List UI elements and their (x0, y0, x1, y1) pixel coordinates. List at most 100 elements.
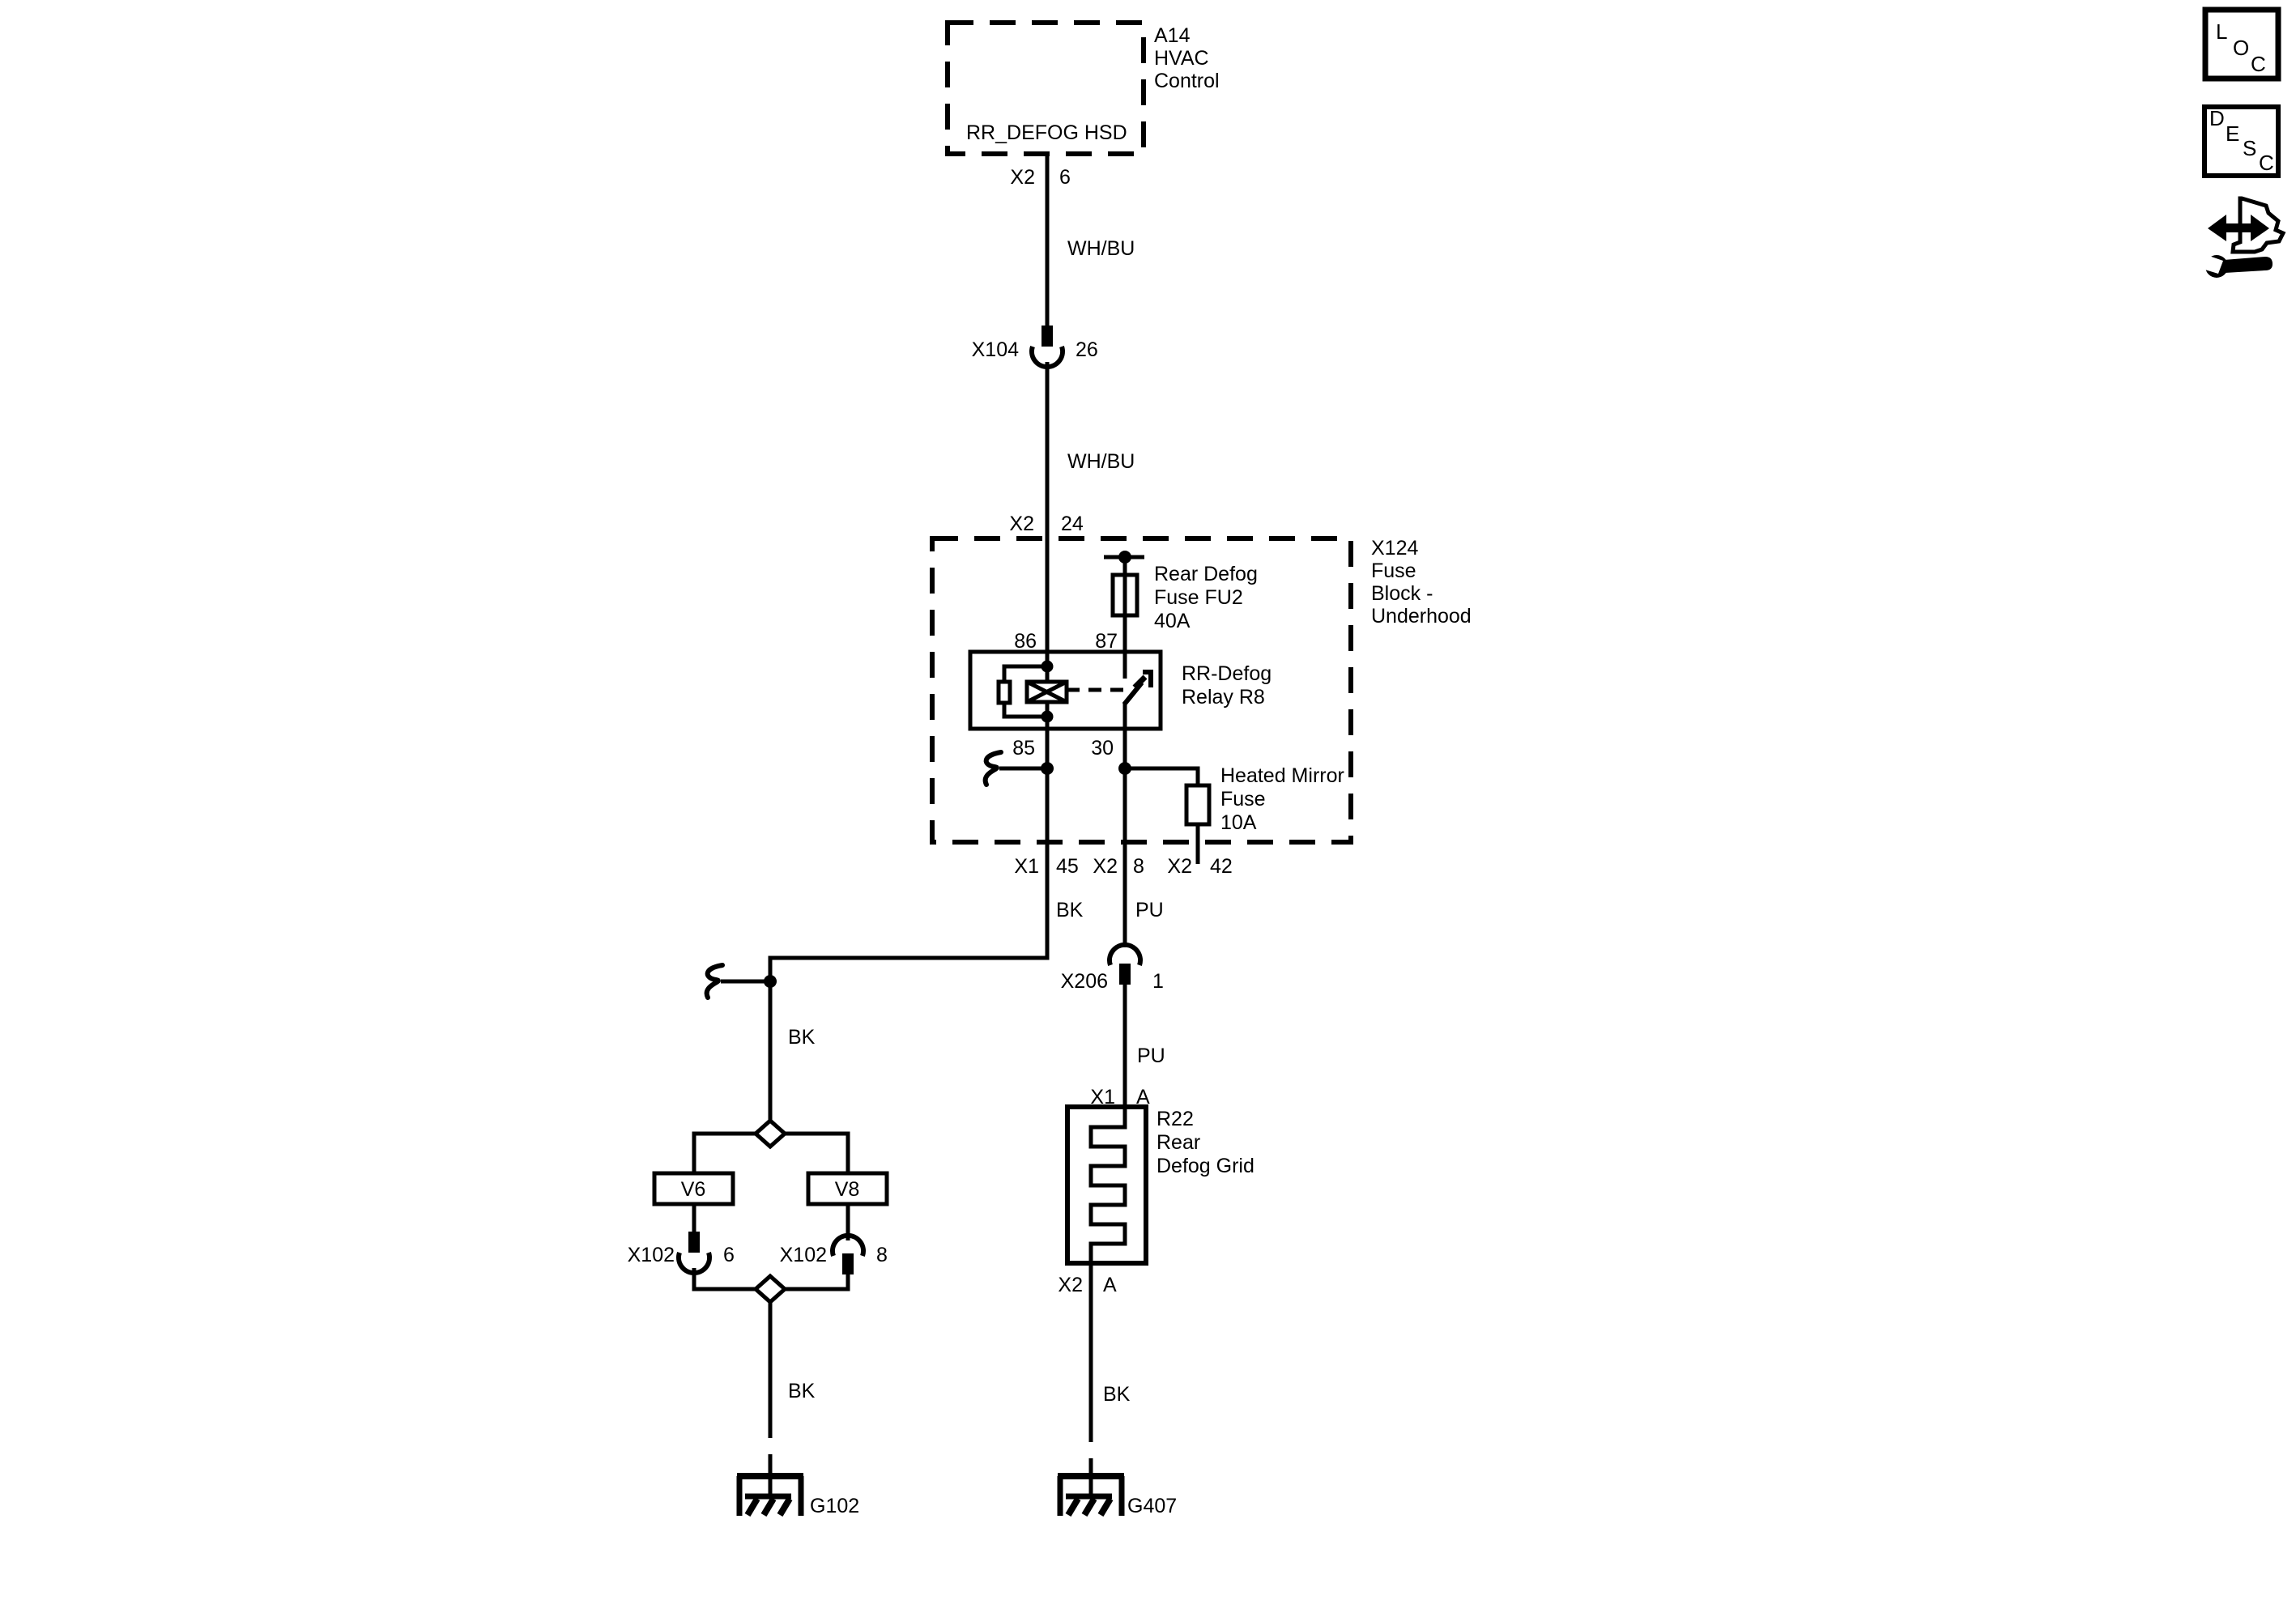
relay-pin-85: 85 (1012, 737, 1035, 760)
loc-button-frame (2202, 6, 2281, 82)
connector-x206-pin: 1 (1152, 970, 1164, 993)
connector-x102-8: X102 8 (780, 1204, 888, 1291)
relay-coil-cross (1025, 679, 1068, 704)
grid-bottom-pin: A (1103, 1274, 1117, 1296)
grid-bottom-connector: X2 (1058, 1274, 1083, 1296)
relay-box (968, 649, 1163, 731)
relay-name-line2: Relay R8 (1182, 686, 1265, 709)
panel-outline-icon (2230, 196, 2286, 254)
fuse-block-name-line3: Underhood (1371, 605, 1472, 628)
grid-name-line1: Rear (1157, 1131, 1200, 1154)
heated-mirror-fuse: Heated Mirror Fuse 10A (1125, 764, 1344, 864)
connector-x206-id: X206 (1061, 970, 1108, 993)
loc-letter-3: C (2251, 52, 2266, 76)
wire-color-bk-branch-lower: BK (788, 1380, 816, 1402)
rr-defog-relay: 86 87 RR-Defog Relay R8 85 30 (968, 630, 1272, 760)
relay-resistor-branch (1002, 664, 1047, 719)
grid-top-pin: A (1136, 1086, 1150, 1108)
splice-v8-box (806, 1171, 889, 1206)
wire-whbu-bk-main (768, 362, 1050, 1121)
loc-button[interactable]: L O C (2202, 6, 2281, 82)
heated-mirror-fuse-icon (1184, 783, 1212, 827)
loc-letter-1: L (2216, 19, 2227, 44)
ground-g102: G102 (737, 1472, 859, 1517)
desc-button[interactable]: D E S C (2202, 104, 2281, 178)
connector-x102-6-pin-icon (688, 1232, 700, 1253)
grid-name-line2: Defog Grid (1157, 1155, 1254, 1177)
hvac-control-name-line1: HVAC (1154, 47, 1209, 70)
connector-x206-socket-icon (1107, 942, 1143, 966)
fuse-fu2-line2: Fuse FU2 (1154, 586, 1243, 609)
hvac-control-module: A14 HVAC Control RR_DEFOG HSD X2 6 (945, 20, 1220, 189)
exit1-pin: 45 (1056, 855, 1079, 878)
fuse-block-name-line2: Block - (1371, 582, 1433, 605)
defog-grid-element-icon (1088, 1107, 1127, 1263)
wire-color-bk-branch: BK (788, 1026, 816, 1049)
heated-fuse-line3: 10A (1220, 811, 1257, 834)
relay-fixed-contact (1143, 670, 1153, 687)
fuse-block-entry-pin: 24 (1061, 513, 1084, 535)
repair-view-button[interactable] (2200, 196, 2286, 278)
connector-x206-pin-icon (1119, 964, 1131, 985)
splice-diamond-upper (752, 1117, 788, 1150)
double-arrow-icon (2208, 215, 2269, 241)
wire-heated-mirror (1125, 766, 1200, 864)
wrench-handle-icon (2224, 257, 2273, 273)
connector-x104-id: X104 (972, 338, 1019, 361)
ground-icon-g102 (737, 1472, 803, 1516)
wire-color-whbu-1: WH/BU (1067, 237, 1135, 260)
wire-color-whbu-2: WH/BU (1067, 450, 1135, 473)
fuse-fu2-line1: Rear Defog (1154, 563, 1258, 585)
relay-pin-30: 30 (1091, 737, 1114, 760)
fuse-fu2: Rear Defog Fuse FU2 40A (1104, 551, 1258, 679)
splice-v6: V6 (652, 1171, 735, 1206)
fuse-fu2-icon (1110, 572, 1139, 618)
connector-x102-8-socket-icon (830, 1232, 866, 1257)
ground-icon-g407 (1058, 1472, 1124, 1516)
circuit-continues-icon-branch (707, 965, 722, 998)
hvac-connector-label: X2 (1010, 166, 1035, 189)
splice-v6-box (652, 1171, 735, 1206)
desc-letter-2: E (2226, 121, 2239, 146)
heated-fuse-line2: Fuse (1220, 788, 1266, 811)
connector-x104-pin-icon (1042, 326, 1053, 347)
wire-color-pu-mid: PU (1137, 1045, 1165, 1067)
relay-resistor-icon (996, 679, 1012, 705)
splice-diamond-lower (752, 1273, 788, 1305)
connector-x102-6-id: X102 (628, 1244, 675, 1266)
ground-g407-label: G407 (1127, 1495, 1177, 1517)
defog-grid-box (1065, 1104, 1148, 1266)
desc-letter-4: C (2259, 151, 2274, 175)
relay-pin-86: 86 (1014, 630, 1037, 653)
exit3-pin: 42 (1210, 855, 1233, 878)
ground-g102-label: G102 (810, 1495, 859, 1517)
hvac-control-name-line2: Control (1154, 70, 1220, 92)
circuit-continues-icon-85 (986, 752, 1001, 785)
connector-x102-8-pin: 8 (876, 1244, 888, 1266)
fuse-block-name-line1: Fuse (1371, 560, 1416, 582)
wire-color-pu-out: PU (1135, 899, 1164, 921)
exit3-connector: X2 (1167, 855, 1192, 878)
wire-x102-8-down (784, 1274, 850, 1291)
fuse-block-id: X124 (1371, 537, 1418, 560)
wire-color-bk-grid: BK (1103, 1383, 1131, 1406)
grid-id: R22 (1157, 1108, 1194, 1130)
heated-fuse-line1: Heated Mirror (1220, 764, 1344, 787)
desc-letter-3: S (2243, 136, 2256, 160)
desc-button-frame (2202, 104, 2281, 178)
connector-x102-6: X102 6 (628, 1204, 756, 1291)
connector-x104: X104 26 (972, 326, 1098, 370)
fuse-block-entry-connector: X2 (1009, 513, 1034, 535)
relay-blade-tip (1132, 674, 1148, 690)
wrench-jaw-notch (2200, 253, 2223, 274)
fuse-block-underhood: X2 24 X124 Fuse Block - Underhood Rear D… (930, 513, 1472, 947)
splice-v8: V8 (806, 1171, 889, 1206)
wire-splice-branches (692, 1131, 850, 1173)
exit2-pin: 8 (1133, 855, 1144, 878)
exit2-connector: X2 (1093, 855, 1118, 878)
splice-v6-label: V6 (681, 1178, 706, 1201)
desc-letter-1: D (2209, 106, 2225, 130)
relay-pin-87: 87 (1095, 630, 1118, 653)
